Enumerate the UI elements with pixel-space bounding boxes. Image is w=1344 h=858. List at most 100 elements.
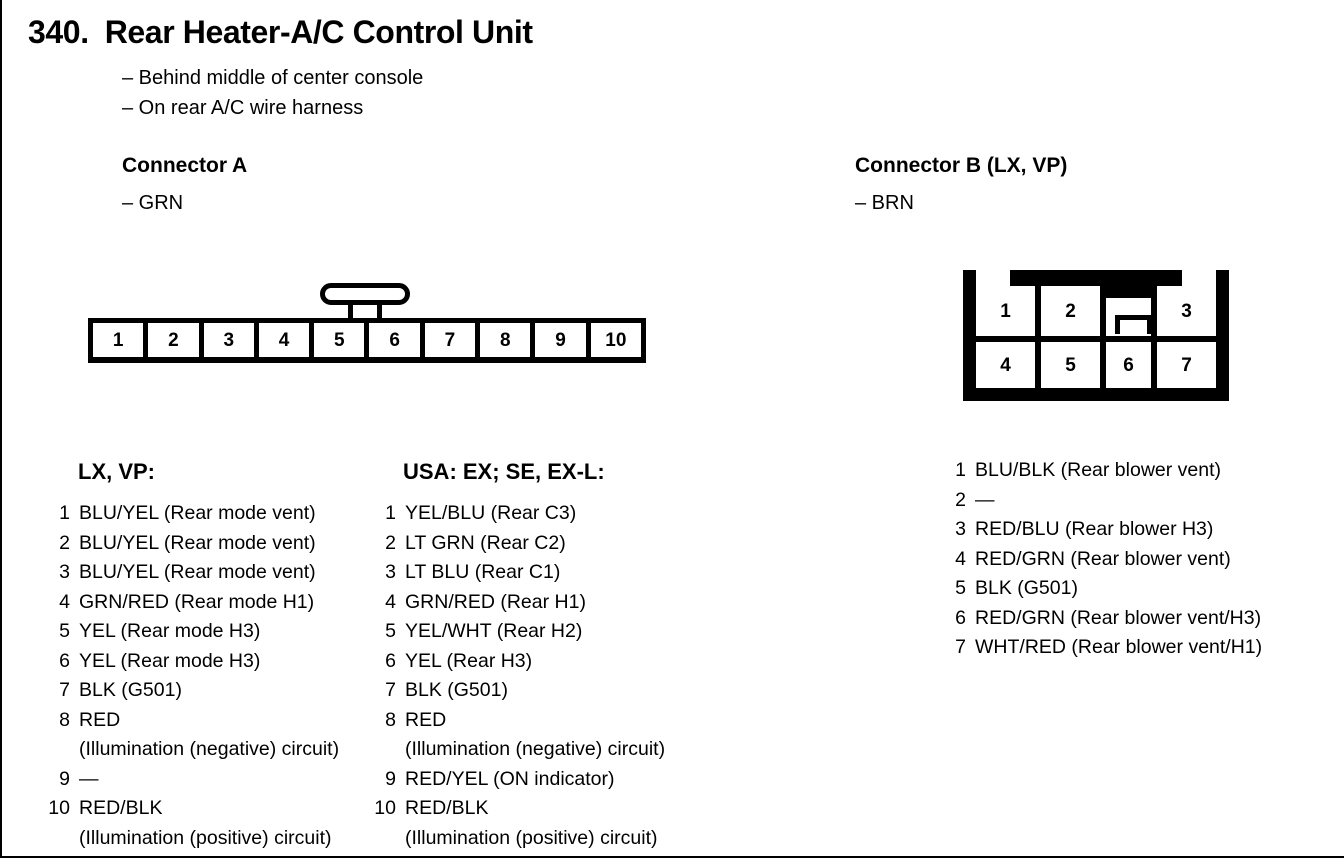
pin-number: 4 [955, 547, 966, 570]
connector-a-pin-cell: 1 [93, 323, 144, 357]
pin-number: 6 [385, 649, 396, 672]
page-title: 340.Rear Heater-A/C Control Unit [28, 14, 533, 51]
connector-b-pin-cell: 3 [1157, 286, 1216, 336]
pin-number: 4 [59, 590, 70, 613]
pin-value: — [975, 488, 995, 511]
connector-b-pin-cell: 5 [1041, 342, 1100, 388]
pin-value: BLU/YEL (Rear mode vent) [79, 502, 316, 524]
pin-number: 8 [385, 708, 396, 731]
pin-value: BLK (G501) [405, 679, 508, 701]
pin-number: 6 [59, 649, 70, 672]
pin-value: RED/GRN (Rear blower vent/H3) [975, 606, 1262, 629]
connector-b-notch-right [1182, 270, 1216, 286]
pin-value: RED [79, 708, 121, 731]
pin-number: 5 [955, 577, 966, 599]
pin-number: 3 [385, 561, 396, 583]
connector-a-pin-cell: 3 [203, 323, 254, 357]
page-frame-left [0, 0, 2, 858]
connector-a-pin-cell: 2 [148, 323, 199, 357]
connector-b-pin-cell: 1 [976, 286, 1035, 336]
pin-number: 7 [59, 679, 70, 701]
pin-number: 3 [955, 518, 966, 540]
pin-row: 6 YEL (Rear H3) [370, 647, 720, 677]
pin-number: 1 [385, 502, 396, 524]
pin-row: 6 RED/GRN (Rear blower vent/H3) [940, 604, 1340, 634]
connector-a-pin-cell: 6 [369, 323, 420, 357]
pin-number: 7 [955, 636, 966, 658]
pin-value: LT BLU (Rear C1) [405, 561, 561, 583]
pin-row: 7 BLK (G501) [370, 676, 720, 706]
pin-number: 8 [59, 708, 70, 731]
pin-row: 5 YEL (Rear mode H3) [44, 617, 394, 647]
pin-row: 4 RED/GRN (Rear blower vent) [940, 545, 1340, 575]
pin-value: RED/BLU (Rear blower H3) [975, 518, 1214, 540]
connector-a-heading: Connector A [122, 154, 248, 177]
pin-number: 3 [59, 561, 70, 583]
pin-number: 9 [59, 767, 70, 790]
pin-value: YEL (Rear H3) [405, 649, 533, 672]
pin-number: 2 [385, 531, 396, 554]
connector-a-housing: 1 2 3 4 5 6 7 8 9 10 [88, 318, 646, 363]
page-frame-bottom [0, 856, 1344, 858]
pin-row: 5 BLK (G501) [940, 574, 1340, 604]
connector-b-pin-cell: 4 [976, 342, 1035, 388]
pin-row: 1 BLU/YEL (Rear mode vent) [44, 499, 394, 529]
connector-b-diagram: 1 2 3 4 5 6 7 [963, 270, 1229, 401]
connector-b-latch-bar [1106, 308, 1151, 314]
latch-neck-left [348, 300, 353, 323]
pin-number: 7 [385, 679, 396, 701]
connector-a-pin-cell: 8 [480, 323, 531, 357]
pin-value: BLU/YEL (Rear mode vent) [79, 561, 316, 583]
pin-value-continuation: (Illumination (negative) circuit) [405, 738, 666, 760]
list-title-lx-vp: LX, VP: [78, 459, 156, 484]
pin-row: 10 RED/BLK [370, 794, 720, 824]
connector-a-pin-cell: 10 [590, 323, 641, 357]
pin-value: YEL (Rear mode H3) [79, 620, 261, 642]
pin-value-continuation: (Illumination (negative) circuit) [79, 738, 340, 760]
pin-value-continuation: (Illumination (positive) circuit) [405, 826, 658, 849]
pin-row: 10 RED/BLK [44, 794, 394, 824]
pin-value: RED/YEL (ON indicator) [405, 767, 615, 790]
section-number: 340. [28, 14, 89, 50]
pin-number: 5 [59, 620, 70, 642]
pin-number: 1 [955, 459, 966, 481]
location-note-2: – On rear A/C wire harness [122, 97, 364, 119]
connector-a-pin-cell: 9 [535, 323, 586, 357]
pin-value: LT GRN (Rear C2) [405, 531, 566, 554]
pin-value: RED/GRN (Rear blower vent) [975, 547, 1231, 570]
latch-cap [320, 283, 410, 305]
connector-b-heading: Connector B (LX, VP) [855, 154, 1068, 177]
pin-value: BLK (G501) [975, 577, 1078, 599]
connector-b-notch-left [976, 270, 1010, 286]
pin-number: 5 [385, 620, 396, 642]
connector-a-pin-cell: 5 [314, 323, 365, 357]
pin-value: — [79, 767, 99, 790]
pin-row: 8 RED [44, 706, 394, 736]
pin-value: RED/BLK [79, 797, 163, 819]
pin-row: 4 GRN/RED (Rear H1) [370, 588, 720, 618]
pin-row: 7 WHT/RED (Rear blower vent/H1) [940, 633, 1340, 663]
pin-value-continuation: (Illumination (positive) circuit) [79, 826, 332, 849]
pin-number: 2 [955, 488, 966, 511]
pin-number: 4 [385, 590, 396, 613]
pin-value: YEL (Rear mode H3) [79, 649, 261, 672]
pin-number: 6 [955, 606, 966, 629]
pin-number: 1 [59, 502, 70, 524]
connector-b-latch-tongue [1115, 315, 1152, 334]
pin-value: GRN/RED (Rear H1) [405, 590, 586, 613]
pin-number: 10 [374, 797, 396, 819]
pin-value: RED/BLK [405, 797, 489, 819]
pin-number: 10 [48, 797, 70, 819]
pin-row: 9— [44, 765, 394, 795]
pin-value: WHT/RED (Rear blower vent/H1) [975, 636, 1263, 658]
pin-number: 2 [59, 531, 70, 554]
connector-b-pin-cell: 6 [1106, 342, 1151, 388]
pin-row: 3 RED/BLU (Rear blower H3) [940, 515, 1340, 545]
